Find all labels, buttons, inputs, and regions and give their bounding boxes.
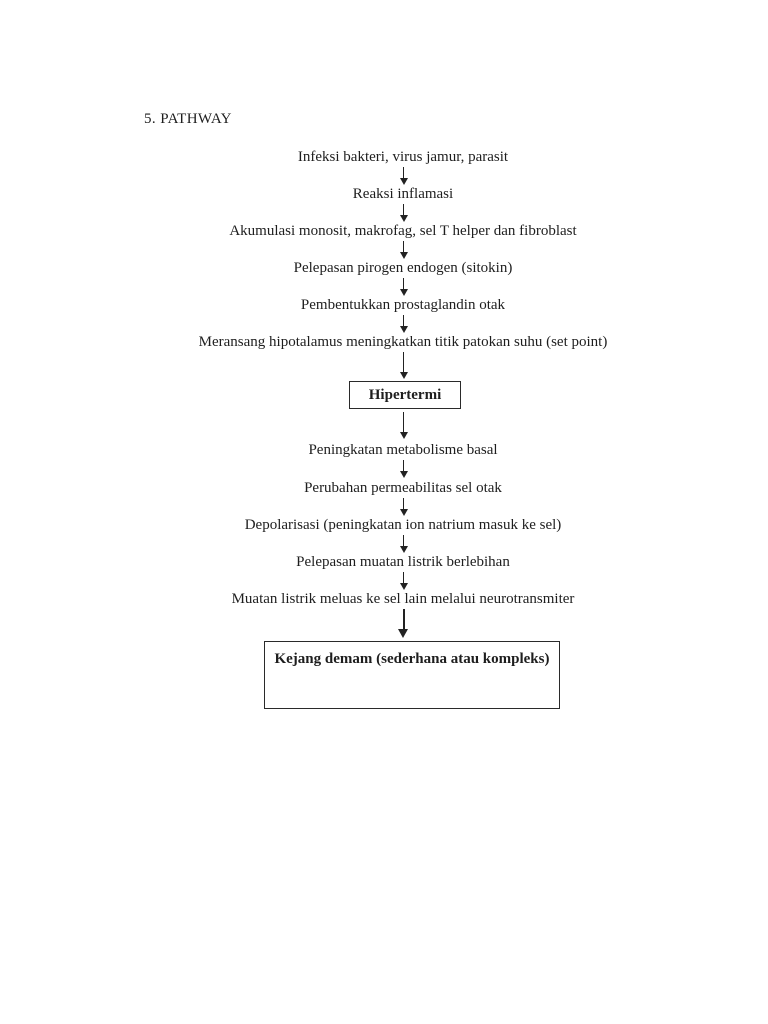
flow-step-peningkatan-metabolisme: Peningkatan metabolisme basal: [308, 442, 498, 458]
page-title: 5. PATHWAY: [144, 111, 232, 127]
flow-step-pelepasan-pirogen: Pelepasan pirogen endogen (sitokin): [293, 260, 513, 276]
down-arrow-icon: [399, 167, 408, 185]
flow-step-perubahan-permeabilitas: Perubahan permeabilitas sel otak: [304, 480, 502, 496]
flow-step-meransang-hipotalamus: Meransang hipotalamus meningkatkan titik…: [198, 334, 608, 350]
down-arrow-icon: [399, 572, 408, 590]
down-arrow-icon: [399, 278, 408, 296]
down-arrow-icon: [399, 241, 408, 259]
flow-step-akumulasi-monosit: Akumulasi monosit, makrofag, sel T helpe…: [229, 223, 577, 239]
flow-box-kejang-demam: Kejang demam (sederhana atau kompleks): [264, 641, 560, 709]
flow-step-depolarisasi: Depolarisasi (peningkatan ion natrium ma…: [244, 517, 562, 533]
down-arrow-icon: [399, 204, 408, 222]
flow-step-infeksi-bakteri: Infeksi bakteri, virus jamur, parasit: [297, 149, 509, 165]
down-arrow-icon: [399, 352, 408, 379]
flow-step-muatan-listrik-meluas: Muatan listrik meluas ke sel lain melalu…: [231, 591, 575, 607]
flow-step-pembentukkan-prostaglandin: Pembentukkan prostaglandin otak: [300, 297, 506, 313]
down-arrow-icon: [399, 460, 408, 478]
flow-step-pelepasan-muatan-listrik: Pelepasan muatan listrik berlebihan: [296, 554, 510, 570]
flow-box-hipertermi: Hipertermi: [349, 381, 461, 409]
down-arrow-icon: [399, 535, 408, 553]
down-arrow-icon: [398, 609, 409, 638]
flow-step-reaksi-inflamasi: Reaksi inflamasi: [352, 186, 454, 202]
down-arrow-icon: [399, 412, 408, 439]
down-arrow-icon: [399, 498, 408, 516]
down-arrow-icon: [399, 315, 408, 333]
